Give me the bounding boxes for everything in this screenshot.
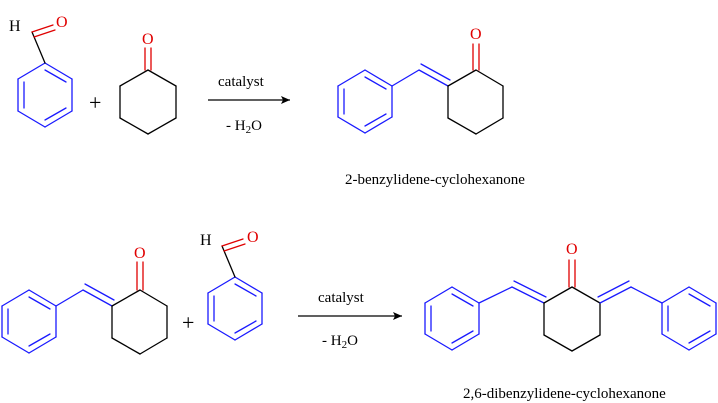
cyclohexane-ring xyxy=(119,69,177,135)
aldehyde-co-bond-second xyxy=(33,29,56,38)
benzene-ring-right xyxy=(661,286,717,351)
right-exocyclic-double-bond xyxy=(599,286,632,304)
oxygen-label: O xyxy=(470,26,482,43)
reaction-1: H O + O catalyst - H2O xyxy=(9,14,525,188)
cyclohexanone-molecule: O xyxy=(119,31,177,135)
aldehyde-co-bond-second xyxy=(223,243,246,252)
benzene-ring xyxy=(207,276,263,341)
product-1-name: 2-benzylidene-cyclohexanone xyxy=(345,172,525,188)
left-ring-to-methylidene-bond xyxy=(478,286,513,304)
water-loss-label: - H2O xyxy=(322,333,358,351)
benzene-ring-left xyxy=(424,286,480,351)
benzaldehyde-molecule: H O xyxy=(9,14,73,128)
cyclohexanone-ring xyxy=(447,69,504,135)
catalyst-label: catalyst xyxy=(218,74,265,90)
water-loss-label: - H2O xyxy=(226,118,262,136)
benzene-ring xyxy=(17,62,73,128)
product-2-name: 2,6-dibenzylidene-cyclohexanone xyxy=(463,386,666,402)
right-methylidene-to-ring-bond xyxy=(630,286,663,304)
exocyclic-double-bond xyxy=(418,69,449,87)
hydrogen-label: H xyxy=(200,232,212,249)
plus-sign: + xyxy=(89,90,101,115)
plus-sign: + xyxy=(182,310,194,335)
reaction-2: O + H O catalyst xyxy=(1,229,717,402)
ring-to-methylidene-bond xyxy=(55,289,84,307)
aldehyde-co-bond xyxy=(221,238,244,247)
left-exocyclic-double-bond-second xyxy=(513,280,547,298)
product-1-molecule: O xyxy=(337,26,504,135)
benzene-ring xyxy=(337,69,393,134)
benzene-ring xyxy=(1,289,57,354)
reaction-arrow: catalyst - H2O xyxy=(208,74,290,136)
aldehyde-co-bond xyxy=(31,24,54,33)
oxygen-label: O xyxy=(134,245,146,262)
oxygen-label: O xyxy=(142,31,154,48)
oxygen-label: O xyxy=(56,14,68,31)
benzylidene-cyclohexanone-molecule: O xyxy=(1,245,168,355)
cyclohexanone-ring xyxy=(543,286,601,352)
benzaldehyde-molecule: H O xyxy=(200,229,263,341)
exocyclic-double-bond-second xyxy=(84,283,115,301)
reaction-arrow: catalyst - H2O xyxy=(298,290,402,351)
cyclohexanone-ring xyxy=(111,289,168,355)
right-exocyclic-double-bond-second xyxy=(597,280,630,298)
ring-to-methylidene-bond xyxy=(391,69,420,87)
product-2-molecule: O xyxy=(424,241,717,352)
oxygen-label: O xyxy=(247,229,259,246)
oxygen-label: O xyxy=(566,241,578,258)
left-exocyclic-double-bond xyxy=(511,286,545,304)
catalyst-label: catalyst xyxy=(318,290,365,306)
hydrogen-label: H xyxy=(9,18,21,35)
exocyclic-double-bond-second xyxy=(420,63,451,81)
exocyclic-double-bond xyxy=(82,289,113,307)
